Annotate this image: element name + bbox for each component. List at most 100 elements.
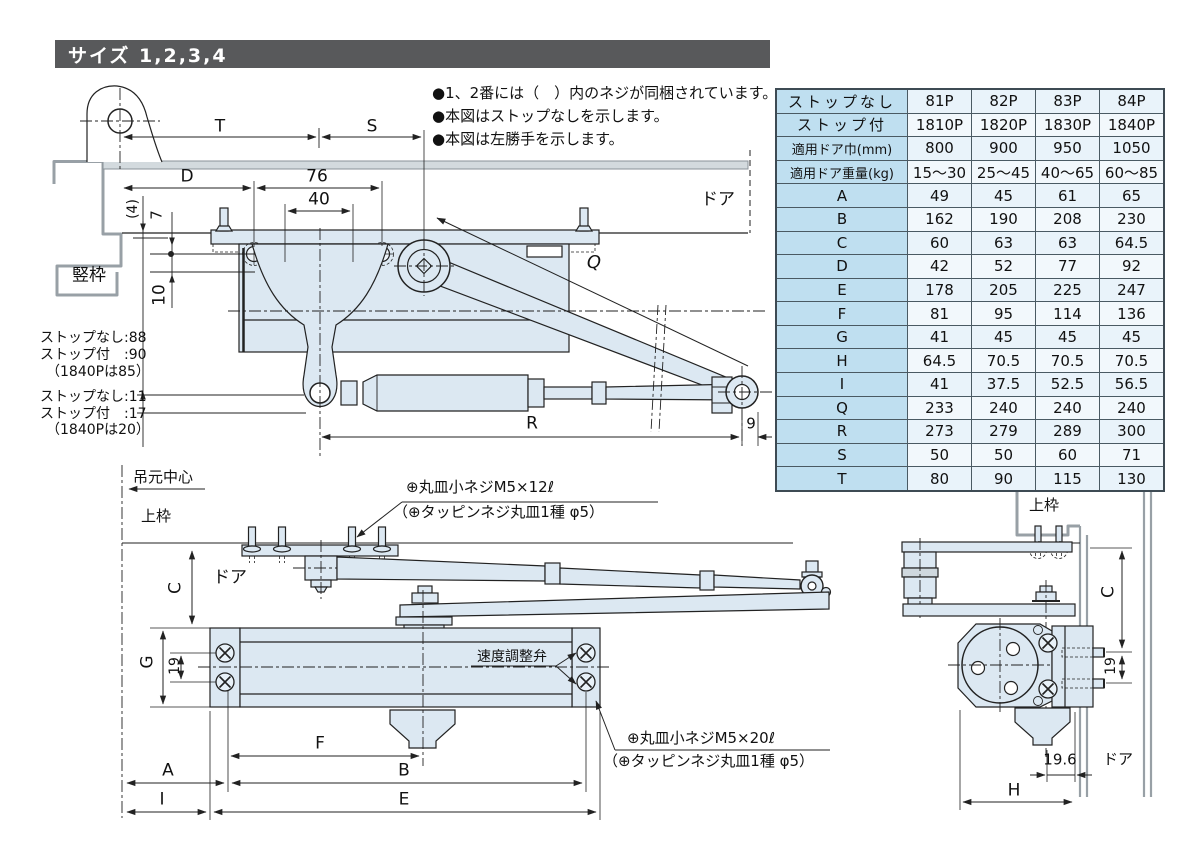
dim-label-196: 19.6 (1043, 750, 1077, 769)
spec-cell: 800 (907, 136, 972, 161)
spec-cell: 42 (907, 254, 972, 279)
spec-cell: 60 (907, 230, 972, 256)
spec-cell: 37.5 (971, 371, 1036, 397)
side-view-dimensions (959, 547, 1132, 810)
spec-cell: T (775, 466, 908, 492)
spec-cell: 45 (971, 324, 1036, 350)
q-dimension-line (436, 217, 749, 367)
spec-cell: 70.5 (1035, 348, 1100, 373)
spec-cell: 279 (971, 419, 1036, 444)
spec-cell: 115 (1035, 466, 1100, 492)
spec-cell: 77 (1035, 254, 1100, 279)
stop-dim-note: ストップ付 :17 (40, 406, 147, 422)
spec-cell: 25～45 (971, 159, 1036, 185)
front-view-drawing (121, 465, 832, 820)
label-hinge-center: 吊元中心 (133, 468, 194, 486)
spec-cell: 233 (907, 395, 972, 421)
spec-cell: 1840P (1099, 112, 1165, 138)
dim-label-a: A (162, 760, 174, 781)
side-view-drawing (901, 492, 1153, 810)
mount-plate (210, 229, 600, 245)
spec-cell: 41 (907, 324, 972, 350)
label-door-top: ドア (701, 189, 735, 210)
spec-cell: 190 (971, 206, 1036, 232)
dim-label-19-side: 19 (1103, 657, 1119, 675)
spec-cell: 52 (971, 254, 1036, 279)
page-title: サイズ 1,2,3,4 (68, 44, 228, 67)
label-door-front: ドア (213, 567, 247, 588)
spec-cell: 84P (1099, 88, 1165, 114)
spec-cell: 82P (971, 88, 1036, 114)
top-view-drawing (52, 85, 774, 456)
dim-label-c-side: C (1098, 586, 1119, 598)
spec-cell: 60～85 (1099, 159, 1165, 185)
spec-cell: E (775, 277, 908, 303)
spec-cell: 162 (907, 206, 972, 232)
note-line: ●本図は左勝手を示します。 (432, 130, 624, 148)
spec-cell: 130 (1099, 466, 1165, 492)
dim-label-40: 40 (308, 189, 330, 210)
spec-cell: 90 (971, 466, 1036, 492)
piston-arm (340, 374, 759, 414)
spec-cell: 71 (1099, 442, 1165, 468)
dim-label-t: T (214, 116, 226, 137)
dim-label-h: H (1007, 780, 1021, 801)
spec-cell: H (775, 348, 908, 373)
spec-cell: Q (775, 395, 908, 421)
spec-cell: F (775, 301, 908, 326)
spec-cell: 1820P (971, 112, 1036, 138)
dim-label-r: R (526, 413, 538, 434)
spec-cell: R (775, 419, 908, 444)
spec-cell: 225 (1035, 277, 1100, 303)
spec-cell: ストップなし (775, 88, 908, 114)
pinion-cover (389, 709, 456, 749)
dim-label-q: Q (586, 252, 602, 273)
stop-dim-note: ストップなし:88 (40, 330, 147, 346)
label-vertical-frame: 竪枠 (72, 265, 106, 286)
label-top-frame: 上枠 (141, 507, 172, 525)
spec-cell: A (775, 183, 908, 208)
name-plate (526, 245, 563, 258)
spec-cell: 289 (1035, 419, 1100, 444)
spec-cell: 92 (1099, 254, 1165, 279)
pinion-cover-side (1014, 707, 1071, 746)
spec-cell: 60 (1035, 442, 1100, 468)
spec-cell: 45 (1099, 324, 1165, 350)
spec-cell: 240 (971, 395, 1036, 421)
spec-cell: 70.5 (971, 348, 1036, 373)
spec-cell: 52.5 (1035, 371, 1100, 397)
spec-cell: 63 (1035, 230, 1100, 256)
section-title-bar: サイズ 1,2,3,4 (55, 40, 770, 68)
dim-label-d: D (180, 166, 194, 187)
spec-cell: G (775, 324, 908, 350)
top-view-parts (80, 85, 774, 456)
screw-note: ⊕丸皿小ネジM5×12ℓ (406, 478, 554, 496)
spec-cell: ストップ付 (775, 112, 908, 138)
spec-cell: C (775, 230, 908, 256)
arm-shaft-boss (394, 238, 454, 296)
spec-cell: 95 (971, 301, 1036, 326)
dim-label-7: 7 (147, 210, 166, 220)
pinion-bracket (251, 243, 389, 408)
spec-cell: 45 (1035, 324, 1100, 350)
dim-label-10: 10 (149, 284, 170, 306)
screw-note: （⊕タッピンネジ丸皿1種 φ5） (393, 503, 605, 521)
label-top-frame-side: 上枠 (1029, 496, 1060, 514)
spec-cell: 273 (907, 419, 972, 444)
spec-cell: 1050 (1099, 136, 1165, 161)
stop-dim-note: （1840Pは85） (46, 364, 150, 380)
note-line: ●本図はストップなしを示します。 (432, 107, 669, 125)
spec-cell: 240 (1099, 395, 1165, 421)
bracket-screws (242, 526, 392, 563)
